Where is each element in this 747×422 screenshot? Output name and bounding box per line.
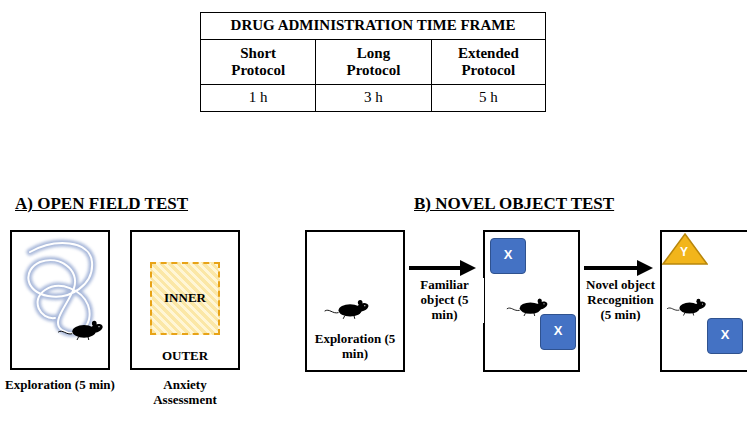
arena-box: YX [660, 230, 747, 372]
table-header: Long Protocol [315, 39, 431, 85]
arena-box: OUTERAnxiety AssessmentINNER [130, 230, 240, 370]
edge-label: Familiar object (5 min) [406, 278, 484, 323]
arrow [409, 266, 472, 270]
table-cell: 1 h [200, 84, 316, 112]
section-heading: B) NOVEL OBJECT TEST [414, 194, 614, 214]
table-header: Short Protocol [200, 39, 316, 85]
node-text: Exploration (5 min) [309, 332, 401, 362]
arena-box: Exploration (5 min) [305, 230, 405, 372]
inner-zone: INNER [150, 262, 220, 335]
familiar-object: X [540, 314, 576, 350]
node-text: INNER [152, 291, 218, 306]
node-text: Anxiety Assessment [135, 378, 235, 408]
arena-box: Exploration (5 min) [10, 230, 110, 370]
edge-label: Novel object Recognition (5 min) [582, 278, 660, 323]
exploration-track [28, 243, 92, 333]
arrow [584, 266, 649, 270]
mouse [667, 299, 707, 316]
node-text: X [708, 328, 742, 343]
table-header: Extended Protocol [431, 39, 546, 85]
table-cell: 5 h [431, 84, 546, 112]
node-text: Y [661, 246, 707, 260]
node-text: X [541, 324, 575, 339]
mouse [58, 321, 104, 340]
familiar-object: X [707, 318, 743, 354]
familiar-object: X [490, 238, 526, 274]
mouse [325, 300, 370, 319]
node-text: Exploration (5 min) [5, 378, 115, 393]
node-text: OUTER [135, 349, 235, 364]
arena-box: XX [483, 230, 580, 372]
node-text: X [491, 248, 525, 263]
section-heading: A) OPEN FIELD TEST [15, 194, 188, 214]
novel-object: Y [662, 233, 708, 265]
table-title: DRUG ADMINISTRATION TIME FRAME [200, 12, 546, 40]
table-cell: 3 h [315, 84, 431, 112]
